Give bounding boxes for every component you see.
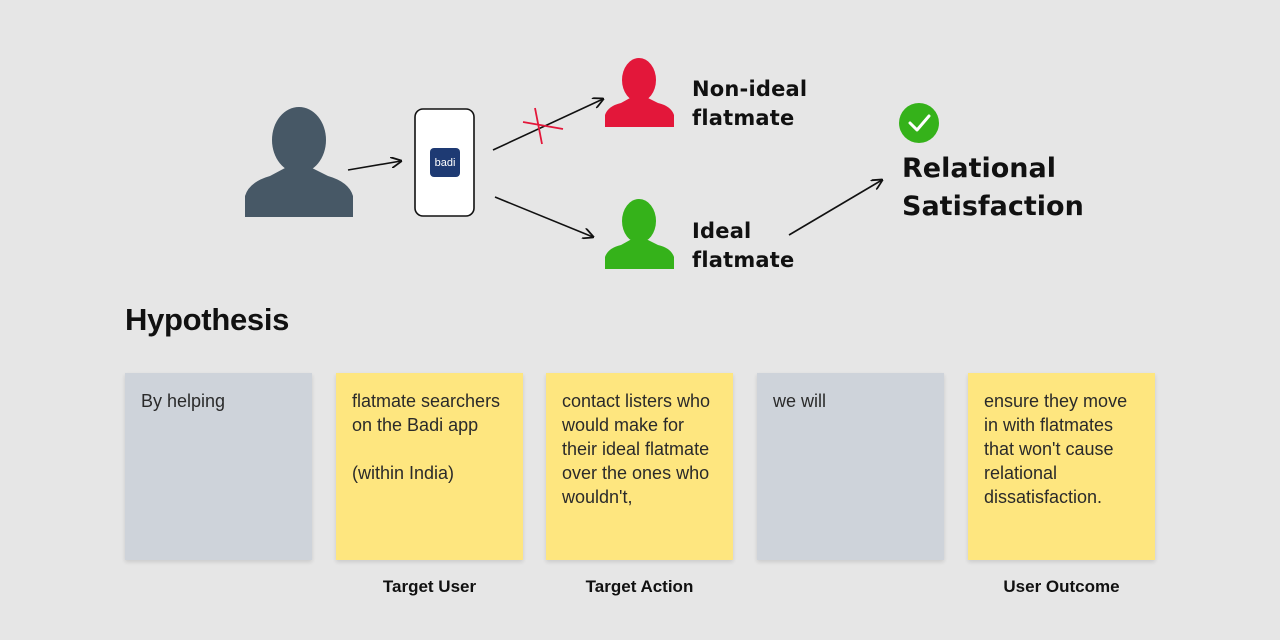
caption-target-action: Target Action bbox=[585, 577, 694, 596]
arrow-to-ideal bbox=[494, 196, 593, 237]
flow-diagram: badi bbox=[245, 58, 939, 269]
ideal-flatmate-label: Ideal flatmate bbox=[692, 219, 795, 272]
non-ideal-flatmate-icon bbox=[605, 58, 674, 127]
ideal-flatmate-icon bbox=[605, 199, 674, 269]
relational-satisfaction-label: Relational Satisfaction bbox=[902, 153, 1084, 222]
sticky-note-we-will: we will bbox=[757, 373, 944, 560]
sticky-note-target-user: flatmate searchers on the Badi app (with… bbox=[336, 373, 523, 560]
sticky-note-target-action: contact listers who would make for their… bbox=[546, 373, 733, 560]
arrow-user-to-app bbox=[347, 161, 401, 171]
non-ideal-flatmate-label: Non-ideal flatmate bbox=[692, 77, 808, 130]
badi-app-logo bbox=[430, 148, 460, 177]
phone-icon: badi bbox=[414, 108, 475, 217]
arrow-to-satisfaction bbox=[788, 180, 882, 236]
cross-out-icon bbox=[522, 107, 564, 145]
sticky-note-user-outcome: ensure they move in with flatmates that … bbox=[968, 373, 1155, 560]
hypothesis-title: Hypothesis bbox=[125, 302, 290, 337]
sticky-note-by-helping: By helping bbox=[125, 373, 312, 560]
caption-target-user: Target User bbox=[382, 577, 477, 596]
user-icon bbox=[245, 107, 353, 217]
arrow-to-non-ideal bbox=[492, 99, 603, 151]
check-circle-icon bbox=[899, 103, 939, 143]
app-logo-text: badi bbox=[435, 157, 456, 169]
caption-user-outcome: User Outcome bbox=[1003, 577, 1120, 596]
